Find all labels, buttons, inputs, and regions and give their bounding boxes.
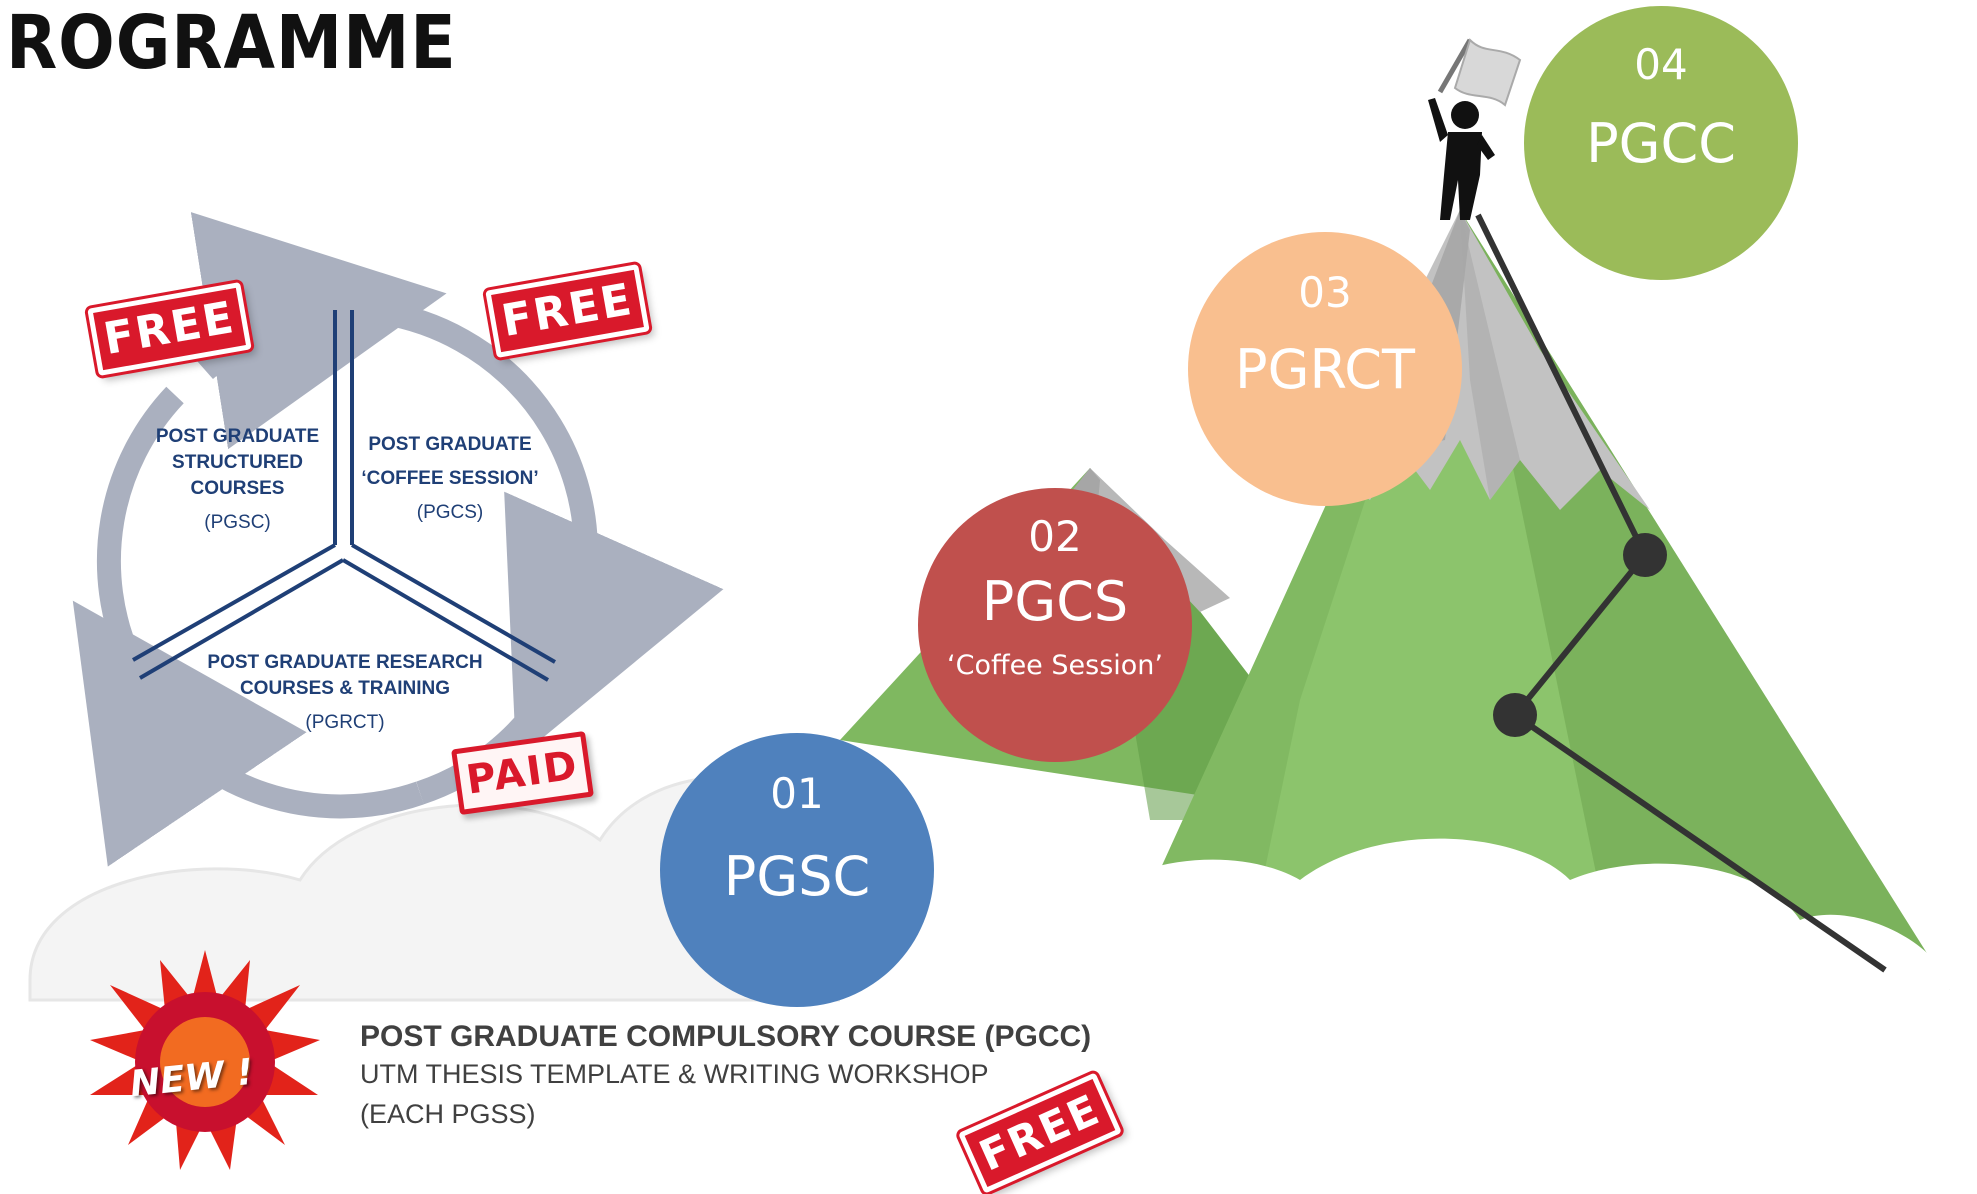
pgsc-abbr: (PGSC) bbox=[204, 512, 271, 533]
divider-left-2 bbox=[138, 558, 345, 680]
divider-left-1 bbox=[132, 543, 336, 662]
pgsc-line-2: STRUCTURED bbox=[172, 452, 303, 473]
cycle-label-pgrct: POST GRADUATE RESEARCH COURSES & TRAININ… bbox=[200, 650, 490, 736]
step-03-number: 03 bbox=[1298, 268, 1352, 317]
pgcc-info: POST GRADUATE COMPULSORY COURSE (PGCC) U… bbox=[360, 1020, 1091, 1134]
cycle-arrow-left bbox=[96, 386, 184, 665]
page-title: ROGRAMME bbox=[6, 0, 457, 86]
step-circle-02: 02 PGCS ‘Coffee Session’ bbox=[918, 488, 1192, 762]
cycle-arrow-top bbox=[190, 212, 447, 450]
pgrct-line-1: POST GRADUATE RESEARCH bbox=[207, 652, 483, 673]
step-04-code: PGCC bbox=[1586, 112, 1736, 175]
pgsc-line-1: POST GRADUATE bbox=[155, 426, 320, 447]
pgcs-abbr: (PGCS) bbox=[416, 502, 484, 523]
divider-right-2 bbox=[341, 558, 550, 682]
step-circle-04: 04 PGCC bbox=[1524, 6, 1798, 280]
path-node-upper bbox=[1623, 533, 1667, 577]
climbing-path bbox=[1475, 213, 1887, 973]
step-circle-01: 01 PGSC bbox=[660, 733, 934, 1007]
step-circle-03: 03 PGRCT bbox=[1188, 232, 1462, 506]
pgrct-abbr: (PGRCT) bbox=[305, 712, 385, 733]
pgrct-line-2: COURSES & TRAINING bbox=[239, 678, 451, 699]
pgsc-line-3: COURSES bbox=[190, 478, 285, 499]
mountain-cloud bbox=[840, 838, 1950, 1190]
cycle-arrow-right bbox=[357, 298, 724, 760]
big-mountain-shade bbox=[1460, 210, 1950, 990]
pgcs-line-1: POST GRADUATE bbox=[368, 434, 532, 455]
step-02-number: 02 bbox=[1028, 512, 1082, 561]
cycle-diagram bbox=[72, 212, 724, 867]
step-04-number: 04 bbox=[1634, 40, 1688, 89]
pgcc-title: POST GRADUATE COMPULSORY COURSE (PGCC) bbox=[360, 1020, 1092, 1053]
step-01-code: PGSC bbox=[723, 845, 871, 908]
step-01-number: 01 bbox=[770, 769, 824, 818]
new-burst-icon bbox=[90, 950, 320, 1170]
pgcs-line-2: ‘COFFEE SESSION’ bbox=[361, 468, 539, 489]
step-02-code: PGCS bbox=[981, 570, 1129, 633]
path-node-lower bbox=[1493, 693, 1537, 737]
step-02-subtitle: ‘Coffee Session’ bbox=[947, 650, 1163, 681]
divider-right-1 bbox=[351, 543, 556, 664]
flag-icon bbox=[1453, 38, 1522, 107]
step-03-code: PGRCT bbox=[1235, 338, 1415, 401]
pgcc-line-1: UTM THESIS TEMPLATE & WRITING WORKSHOP bbox=[360, 1059, 989, 1089]
cycle-arrow-bottom-2 bbox=[72, 600, 424, 867]
climber-icon bbox=[1428, 38, 1522, 220]
cycle-label-pgcs: POST GRADUATE ‘COFFEE SESSION’ (PGCS) bbox=[355, 432, 545, 526]
pgcc-line-2: (EACH PGSS) bbox=[360, 1099, 536, 1129]
cycle-label-pgsc: POST GRADUATE STRUCTURED COURSES (PGSC) bbox=[140, 424, 335, 536]
